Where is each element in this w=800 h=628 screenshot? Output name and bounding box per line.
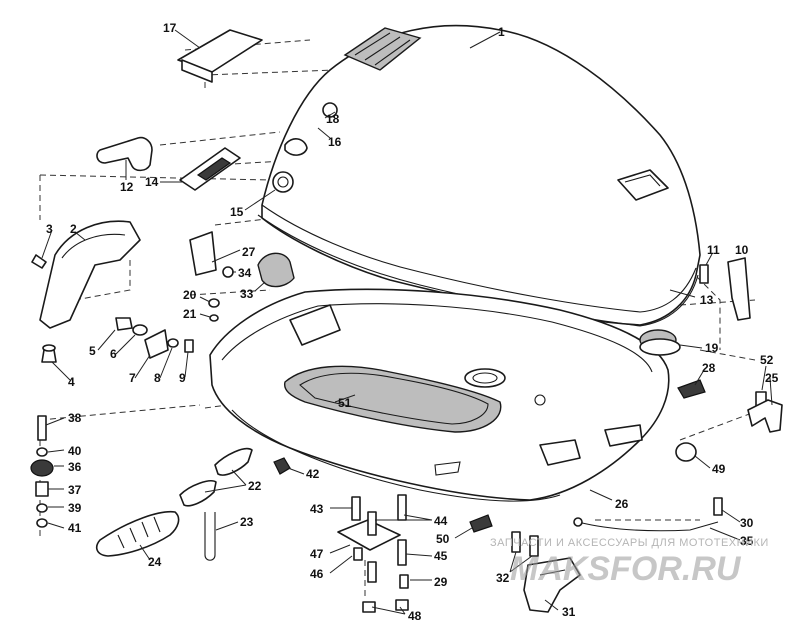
part-number-labels: 1 17 18 16 12 14 15 3 2 27 34 33 20 21 5… bbox=[46, 21, 779, 623]
watermark: ЗАПЧАСТИ И АКСЕССУАРЫ ДЛЯ МОТОТЕХНИКИ MA… bbox=[490, 537, 769, 588]
label-part-35: 35 bbox=[740, 534, 754, 548]
label-part-20: 20 bbox=[183, 288, 197, 302]
label-part-13: 13 bbox=[700, 293, 714, 307]
label-part-21: 21 bbox=[183, 307, 197, 321]
label-part-11: 11 bbox=[707, 243, 720, 257]
label-part-33: 33 bbox=[240, 287, 254, 301]
watermark-tagline: ЗАПЧАСТИ И АКСЕССУАРЫ ДЛЯ МОТОТЕХНИКИ bbox=[490, 537, 769, 549]
label-part-46: 46 bbox=[310, 567, 324, 581]
label-part-1: 1 bbox=[498, 25, 505, 39]
label-part-24: 24 bbox=[148, 555, 162, 569]
label-part-30: 30 bbox=[740, 516, 754, 530]
label-part-15: 15 bbox=[230, 205, 244, 219]
label-part-29: 29 bbox=[434, 575, 448, 589]
label-part-39: 39 bbox=[68, 501, 82, 515]
label-part-3: 3 bbox=[46, 222, 53, 236]
label-part-47: 47 bbox=[310, 547, 324, 561]
small-parts bbox=[30, 29, 783, 613]
label-part-49: 49 bbox=[712, 462, 726, 476]
label-part-12: 12 bbox=[120, 180, 134, 194]
label-part-19: 19 bbox=[705, 341, 719, 355]
label-part-10: 10 bbox=[735, 243, 749, 257]
leader-lines bbox=[41, 29, 773, 615]
label-part-5: 5 bbox=[89, 344, 96, 358]
label-part-45: 45 bbox=[434, 549, 448, 563]
label-part-42: 42 bbox=[306, 467, 320, 481]
label-part-8: 8 bbox=[154, 371, 161, 385]
label-part-40: 40 bbox=[68, 444, 82, 458]
label-part-18: 18 bbox=[326, 112, 340, 126]
label-part-2: 2 bbox=[70, 222, 77, 236]
label-part-17: 17 bbox=[163, 21, 177, 35]
label-part-26: 26 bbox=[615, 497, 629, 511]
label-part-22: 22 bbox=[248, 479, 262, 493]
engine-cover-part bbox=[257, 24, 701, 327]
label-part-25: 25 bbox=[765, 371, 779, 385]
label-part-51: 51 bbox=[338, 396, 352, 410]
label-part-37: 37 bbox=[68, 483, 82, 497]
label-part-43: 43 bbox=[310, 502, 324, 516]
label-part-6: 6 bbox=[110, 347, 117, 361]
label-part-44: 44 bbox=[434, 514, 448, 528]
label-part-16: 16 bbox=[328, 135, 342, 149]
label-part-52: 52 bbox=[760, 353, 774, 367]
label-part-50: 50 bbox=[436, 532, 450, 546]
label-part-41: 41 bbox=[68, 521, 82, 535]
label-part-14: 14 bbox=[145, 175, 159, 189]
label-part-48: 48 bbox=[408, 609, 422, 623]
label-part-31: 31 bbox=[562, 605, 576, 619]
label-part-9: 9 bbox=[179, 371, 186, 385]
lower-motor-pan-part bbox=[209, 288, 670, 502]
label-part-32: 32 bbox=[496, 571, 510, 585]
label-part-36: 36 bbox=[68, 460, 82, 474]
label-part-7: 7 bbox=[129, 371, 136, 385]
label-part-4: 4 bbox=[68, 375, 75, 389]
label-part-28: 28 bbox=[702, 361, 716, 375]
label-part-38: 38 bbox=[68, 411, 82, 425]
label-part-27: 27 bbox=[242, 245, 256, 259]
label-part-23: 23 bbox=[240, 515, 254, 529]
label-part-34: 34 bbox=[238, 266, 252, 280]
watermark-logo: MAKSFOR.RU bbox=[510, 550, 742, 588]
